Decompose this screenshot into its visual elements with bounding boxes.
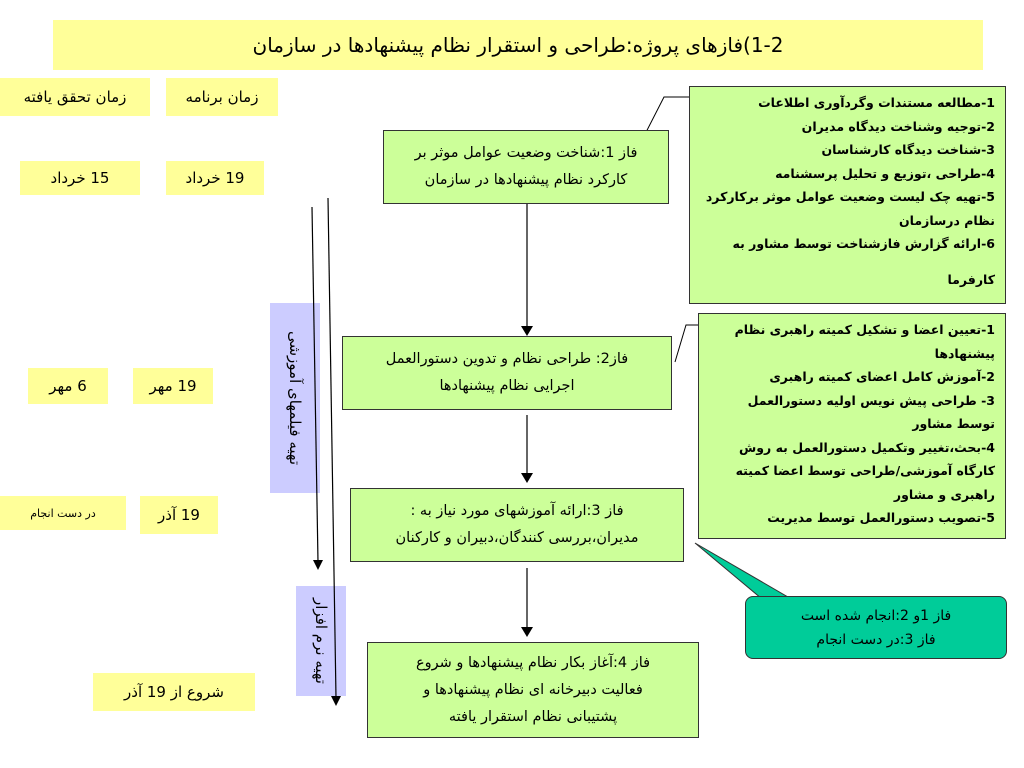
software-label: تهیه نرم افزار <box>296 586 346 696</box>
planned-time-phase2: 19 مهر <box>133 368 213 404</box>
phase-4-line1: فاز 4:آغاز بکار نظام پیشنهادها و شروع <box>415 654 651 671</box>
phase-4-line3: پشتیبانی نظام استقرار یافته <box>448 708 618 725</box>
phase-1-tasks-box: 1-مطالعه مستندات وگردآوری اطلاعات 2-توجی… <box>689 86 1006 304</box>
status-line2: فاز 3:در دست انجام <box>816 631 936 648</box>
phase-1-task: 2-توجیه وشناخت دیدگاه مدیران <box>801 118 995 134</box>
phase-1-task: 1-مطالعه مستندات وگردآوری اطلاعات <box>758 95 995 110</box>
realized-time-phase4: شروع از 19 آذر <box>93 673 255 711</box>
phase-1-task: کارفرما <box>947 271 995 287</box>
planned-time-phase3: 19 آذر <box>140 496 218 534</box>
planned-time-phase1: 19 خرداد <box>166 161 264 195</box>
timeline-line-software <box>327 197 337 699</box>
phase-3-line2: مدیران،بررسی کنندگان،دبیران و کارکنان <box>395 530 639 546</box>
phase-1-task: 6-ارائه گزارش فازشناخت توسط مشاور به <box>732 236 995 251</box>
header-realized-time: زمان تحقق یافته <box>0 78 150 116</box>
status-callout-pointer <box>694 542 802 605</box>
phase-2-tasks-box: 1-تعیین اعضا و تشکیل کمیته راهبری نظام پ… <box>698 313 1006 539</box>
phase-2-task: 2-آموزش کامل اعضای کمیته راهبری <box>769 369 995 384</box>
phase-1-box: فاز 1:شناخت وضعیت عوامل موثر بر کارکرد ن… <box>383 130 669 204</box>
bracket-phase1-tasks <box>639 96 690 145</box>
header-planned-time: زمان برنامه <box>166 78 278 116</box>
phase-1-line2: کارکرد نظام پیشنهادها در سازمان <box>424 172 628 188</box>
phase-3-box: فاز 3:ارائه آموزشهای مورد نیاز به : مدیر… <box>350 488 684 562</box>
phase-3-line1: فاز 3:ارائه آموزشهای مورد نیاز به : <box>410 503 624 519</box>
status-line1: فاز 1و 2:انجام شده است <box>800 607 952 624</box>
arrowhead-phase3-to-phase4 <box>521 627 533 637</box>
phase-2-task: 4-بحث،تغییر وتکمیل دستورالعمل به روش کار… <box>735 439 995 502</box>
phase-1-task <box>700 256 995 268</box>
phase-2-task: 5-تصویب دستورالعمل توسط مدیریت <box>767 510 995 525</box>
phase-2-line1: فاز2: طراحی نظام و تدوین دستورالعمل <box>385 351 629 367</box>
arrowhead-phase1-to-phase2 <box>521 326 533 336</box>
bracket-phase2-tasks <box>674 324 698 363</box>
timeline-arrowhead-films <box>313 560 323 570</box>
phase-1-task: 5-تهیه چک لیست وضعیت عوامل موثر برکارکرد… <box>705 189 995 228</box>
timeline-line-films <box>311 206 319 563</box>
phase-1-task: 3-شناخت دیدگاه کارشناسان <box>821 142 996 157</box>
phase-2-task: 3- طراحی پیش نویس اولیه دستورالعمل توسط … <box>747 392 995 432</box>
phase-4-line2: فعالیت دبیرخانه ای نظام پیشنهادها و <box>423 681 643 698</box>
phase-1-task: 4-طراحی ،توزیع و تحلیل پرسشنامه <box>775 165 995 181</box>
phase-1-line1: فاز 1:شناخت وضعیت عوامل موثر بر <box>414 145 638 161</box>
phase-2-task: 1-تعیین اعضا و تشکیل کمیته راهبری نظام پ… <box>734 322 995 361</box>
page-title: 1-2)فازهای پروژه:طراحی و استقرار نظام پی… <box>53 20 983 70</box>
realized-time-phase2: 6 مهر <box>28 368 108 404</box>
phase-2-line2: اجرایی نظام پیشنهادها <box>439 378 575 394</box>
training-films-label: تهیه فیلمهای آموزشی <box>270 303 320 493</box>
phase-2-box: فاز2: طراحی نظام و تدوین دستورالعمل اجرا… <box>342 336 672 410</box>
realized-time-phase1: 15 خرداد <box>20 161 140 195</box>
arrowhead-phase2-to-phase3 <box>521 473 533 483</box>
realized-time-phase3: در دست انجام <box>0 496 126 530</box>
phase-4-box: فاز 4:آغاز بکار نظام پیشنهادها و شروع فع… <box>367 642 699 738</box>
timeline-arrowhead-software <box>331 696 341 706</box>
status-callout: فاز 1و 2:انجام شده است فاز 3:در دست انجا… <box>745 596 1007 659</box>
